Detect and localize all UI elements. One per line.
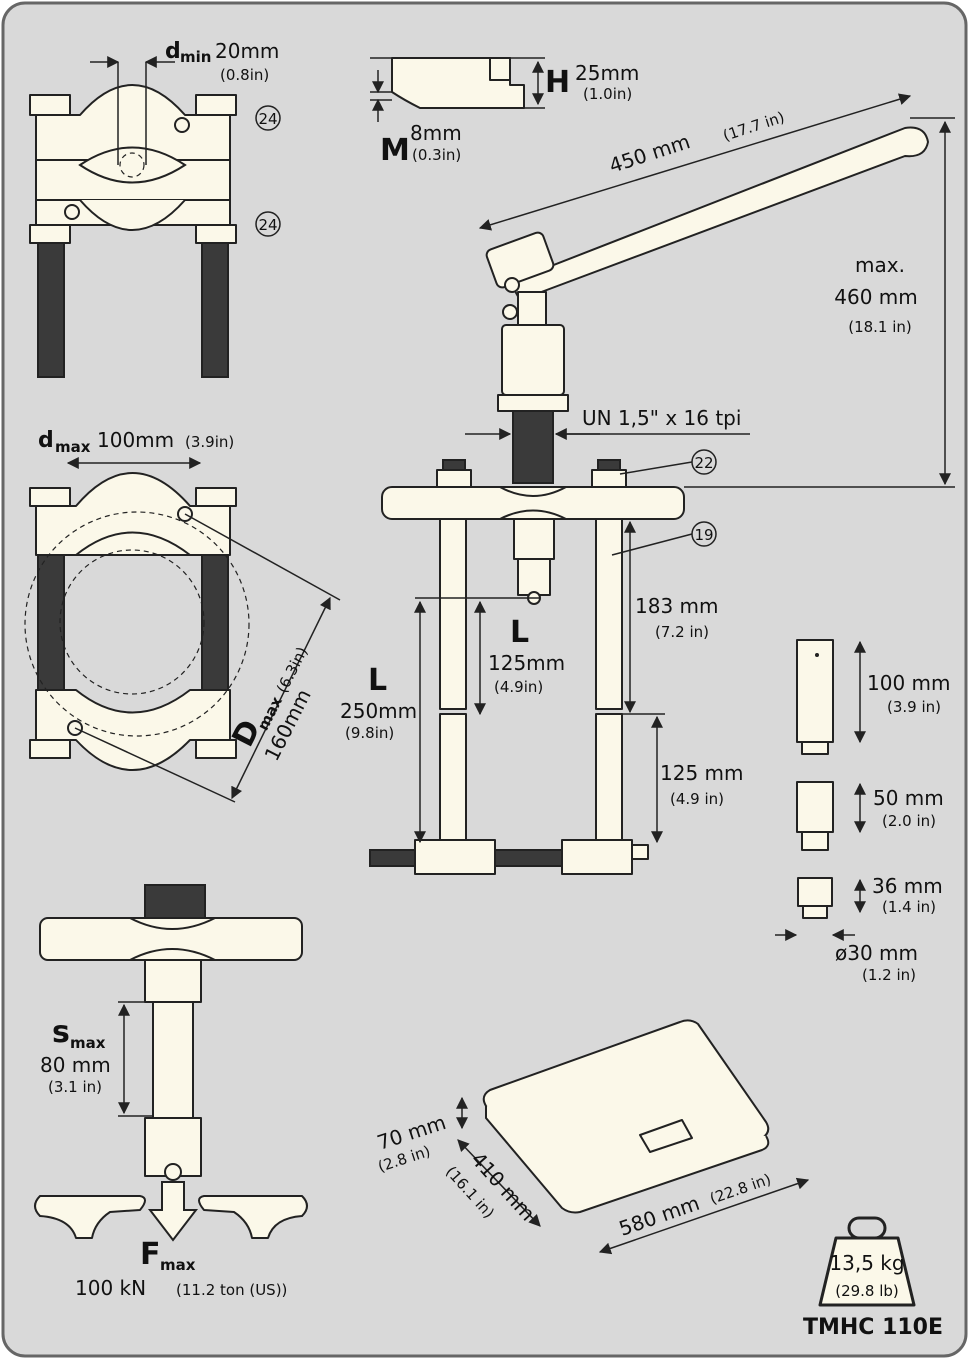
jaw-M-value: 8mm	[410, 121, 462, 145]
s-max-value: 80 mm	[40, 1053, 111, 1077]
L-short-value: 125mm	[488, 651, 565, 675]
F-max-inch: (11.2 ton (US))	[176, 1281, 287, 1299]
F-max-subscript: max	[160, 1256, 196, 1274]
F-max-value: 100 kN	[75, 1276, 146, 1300]
ext1-inch: (3.9 in)	[887, 698, 941, 716]
jaw-H-value: 25mm	[575, 61, 639, 85]
jaw-M-label: M	[380, 133, 410, 168]
callout-19-label: 19	[694, 526, 713, 544]
rod-upper-inch: (7.2 in)	[655, 623, 709, 641]
jaw-M-inch: (0.3in)	[412, 146, 461, 164]
diameter-inch: (1.2 in)	[862, 966, 916, 984]
L-short-inch: (4.9in)	[494, 678, 543, 696]
ext3-value: 36 mm	[872, 874, 943, 898]
max-value: 460 mm	[834, 285, 918, 309]
rod-lower-inch: (4.9 in)	[670, 790, 724, 808]
callout-22-label: 22	[694, 454, 713, 472]
extensions-drawing	[796, 639, 834, 919]
model-name: TMHC 110E	[803, 1315, 943, 1340]
d-max-inch: (3.9in)	[185, 433, 234, 451]
ext3-inch: (1.4 in)	[882, 898, 936, 916]
max-label: max.	[855, 253, 905, 277]
s-max-symbol: s	[52, 1015, 70, 1050]
d-max-subscript: max	[55, 438, 91, 456]
ext2-inch: (2.0 in)	[882, 812, 936, 830]
callout-24-top	[255, 105, 281, 131]
dim-D-max	[231, 596, 331, 800]
weight-icon	[818, 1216, 916, 1307]
L-long-label: L	[368, 663, 387, 698]
d-min-value: 20mm	[215, 39, 279, 63]
weight-lb: (29.8 lb)	[835, 1282, 899, 1300]
L-short-label: L	[510, 615, 529, 650]
d-min-symbol: d	[165, 39, 181, 64]
d-max-value: 100mm	[97, 428, 174, 452]
s-max-inch: (3.1 in)	[48, 1078, 102, 1096]
d-min-inch: (0.8in)	[220, 66, 269, 84]
ext1-value: 100 mm	[867, 671, 951, 695]
rod-upper-value: 183 mm	[635, 594, 719, 618]
stroke-detail-drawing	[34, 884, 308, 1242]
weight-kg: 13,5 kg	[829, 1251, 904, 1275]
callout-24-top-label: 24	[258, 110, 277, 128]
callout-24-bottom-label: 24	[258, 216, 277, 234]
ext2-value: 50 mm	[873, 786, 944, 810]
rod-lower-value: 125 mm	[660, 761, 744, 785]
separator-large-drawing	[24, 472, 250, 771]
L-long-value: 250mm	[340, 699, 417, 723]
s-max-subscript: max	[70, 1034, 106, 1052]
thread-spec: UN 1,5" x 16 tpi	[582, 406, 741, 430]
L-long-inch: (9.8in)	[345, 724, 394, 742]
separator-small-drawing	[29, 56, 237, 378]
dim-handle-length	[478, 93, 912, 231]
max-inch: (18.1 in)	[848, 318, 912, 336]
jaw-H-label: H	[545, 65, 570, 100]
callout-24-bottom	[255, 211, 281, 237]
jaw-H-inch: (1.0in)	[583, 85, 632, 103]
d-min-subscript: min	[180, 48, 211, 66]
diameter-value: ø30 mm	[835, 941, 918, 965]
F-max-symbol: F	[140, 1237, 161, 1272]
carrying-case-drawing	[482, 1019, 770, 1214]
d-max-symbol: d	[38, 428, 54, 453]
